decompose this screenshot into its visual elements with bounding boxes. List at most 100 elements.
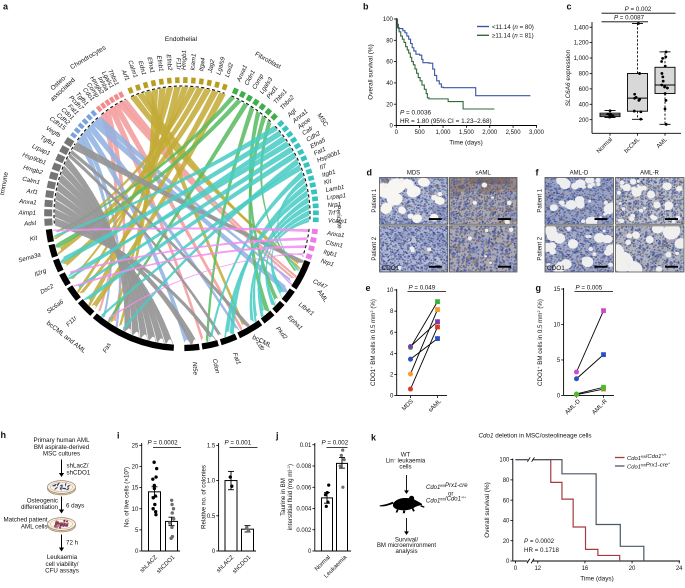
svg-text:P = 0.001: P = 0.001 (225, 440, 252, 447)
svg-text:Il7: Il7 (319, 163, 328, 172)
svg-text:Lrpap1: Lrpap1 (326, 192, 346, 201)
svg-text:0.5: 0.5 (207, 514, 216, 520)
svg-text:6: 6 (390, 330, 394, 336)
svg-text:shLacZ/: shLacZ/ (67, 463, 89, 470)
svg-text:72 h: 72 h (66, 540, 79, 547)
svg-text:2,000: 2,000 (482, 130, 498, 136)
svg-text:Arf1: Arf1 (25, 188, 38, 197)
svg-text:0.006: 0.006 (296, 485, 312, 491)
svg-text:60: 60 (386, 60, 393, 66)
svg-text:MSC cultures: MSC cultures (43, 451, 80, 458)
svg-text:Cdo1fl/flPrx1-cre+: Cdo1fl/flPrx1-cre+ (627, 461, 670, 470)
svg-text:HR = 0.1718: HR = 0.1718 (524, 547, 559, 554)
svg-text:<11.14 (n = 80): <11.14 (n = 80) (492, 24, 534, 31)
svg-text:500: 500 (415, 130, 426, 136)
svg-text:20: 20 (386, 102, 393, 108)
svg-text:differentiation: differentiation (21, 504, 59, 511)
svg-text:Efnb1: Efnb1 (155, 55, 164, 72)
svg-text:Kit: Kit (323, 178, 332, 186)
svg-text:Jag2: Jag2 (207, 58, 217, 74)
svg-text:100: 100 (499, 458, 510, 464)
svg-text:Time (days): Time (days) (449, 140, 483, 147)
svg-text:600: 600 (579, 87, 590, 93)
svg-text:CDO1+ BM cells in 0.5 mm2 (%): CDO1+ BM cells in 0.5 mm2 (%) (370, 299, 377, 386)
svg-text:Itgb1: Itgb1 (323, 249, 338, 259)
svg-text:sAML: sAML (475, 171, 491, 177)
svg-text:F11r: F11r (174, 58, 181, 71)
svg-text:0: 0 (395, 130, 399, 136)
svg-text:interstitial fluid (mg ml–1): interstitial fluid (mg ml–1) (287, 464, 294, 530)
svg-text:h: h (1, 430, 7, 440)
svg-text:80: 80 (503, 478, 510, 484)
svg-text:Nt5e: Nt5e (191, 362, 199, 376)
svg-text:Survival/: Survival/ (395, 536, 419, 543)
svg-text:Time (days): Time (days) (580, 576, 614, 583)
svg-text:Aimp1: Aimp1 (17, 210, 36, 217)
svg-text:Pericyte: Pericyte (334, 205, 343, 229)
svg-text:3,000: 3,000 (529, 130, 545, 136)
svg-text:Kit: Kit (29, 235, 38, 243)
svg-text:1,500: 1,500 (459, 130, 475, 136)
svg-text:P = 0.0036: P = 0.0036 (400, 110, 432, 117)
svg-text:Efnb2: Efnb2 (165, 54, 174, 71)
svg-text:Cdo1 deletion in MSC/osteoline: Cdo1 deletion in MSC/osteolineage cells (478, 433, 591, 440)
svg-text:2,500: 2,500 (506, 130, 522, 136)
svg-text:Fas: Fas (102, 342, 113, 354)
svg-text:Efna1: Efna1 (146, 56, 156, 73)
svg-text:Edn1: Edn1 (137, 60, 148, 76)
svg-text:Immune: Immune (0, 171, 10, 196)
svg-text:24: 24 (676, 566, 683, 572)
svg-text:CDO1: CDO1 (382, 265, 400, 272)
svg-text:40: 40 (386, 81, 393, 87)
svg-text:Taurine in BM: Taurine in BM (280, 478, 287, 516)
svg-text:0: 0 (506, 559, 510, 565)
svg-text:0.004: 0.004 (296, 507, 312, 513)
svg-text:Icam1: Icam1 (189, 53, 197, 70)
svg-text:Clstn1: Clstn1 (325, 239, 344, 249)
svg-text:shCDO1: shCDO1 (67, 469, 91, 476)
svg-text:Osteogenic: Osteogenic (27, 497, 58, 504)
svg-text:Lin– leukaemia: Lin– leukaemia (386, 457, 426, 464)
svg-text:No. of live cells (×105): No. of live cells (×105) (124, 467, 131, 527)
svg-text:Vcam1: Vcam1 (328, 217, 348, 225)
svg-text:P = 0.005: P = 0.005 (576, 284, 603, 291)
svg-text:Ldlr: Ldlr (254, 340, 266, 353)
svg-text:25: 25 (132, 443, 139, 449)
svg-text:Il2rg: Il2rg (34, 267, 48, 278)
svg-text:20: 20 (503, 539, 510, 545)
svg-text:or: or (448, 491, 453, 497)
svg-text:P = 0.002: P = 0.002 (625, 6, 652, 13)
svg-text:i: i (117, 431, 120, 441)
svg-text:Endothelial: Endothelial (165, 36, 198, 43)
svg-text:Relative no. of colonies: Relative no. of colonies (201, 465, 208, 529)
svg-text:≥11.14 (n = 81): ≥11.14 (n = 81) (492, 33, 534, 40)
svg-text:Patient 1: Patient 1 (372, 188, 378, 212)
svg-text:CDO1+ BM cells in 0.5 mm2 (%): CDO1+ BM cells in 0.5 mm2 (%) (537, 299, 544, 386)
svg-text:analysis: analysis (395, 548, 417, 555)
svg-text:4: 4 (390, 351, 394, 357)
svg-text:Cdon: Cdon (211, 358, 221, 374)
svg-text:Nrp1: Nrp1 (320, 258, 335, 269)
svg-text:0: 0 (557, 394, 561, 400)
svg-text:e: e (366, 283, 371, 293)
svg-text:16: 16 (582, 566, 589, 572)
svg-text:AML cells: AML cells (21, 523, 48, 530)
svg-text:12: 12 (534, 566, 541, 572)
svg-text:BM aspirate-derived: BM aspirate-derived (34, 444, 90, 451)
svg-text:cells: cells (399, 463, 411, 470)
svg-text:0: 0 (135, 549, 139, 555)
svg-text:BM microenvironment: BM microenvironment (377, 542, 437, 549)
svg-text:Lgals9: Lgals9 (215, 56, 227, 76)
svg-text:60: 60 (503, 498, 510, 504)
svg-text:Patient 2: Patient 2 (538, 236, 544, 260)
svg-text:0: 0 (390, 394, 394, 400)
svg-text:1.0: 1.0 (207, 479, 216, 485)
svg-text:WT: WT (401, 452, 411, 459)
svg-text:1,000: 1,000 (436, 130, 452, 136)
svg-text:5: 5 (135, 528, 139, 534)
svg-text:Nrp1: Nrp1 (327, 201, 341, 209)
svg-text:20: 20 (132, 465, 139, 471)
svg-text:c: c (567, 2, 572, 12)
svg-text:Arf1: Arf1 (119, 68, 130, 82)
svg-text:Fat1: Fat1 (313, 146, 327, 158)
